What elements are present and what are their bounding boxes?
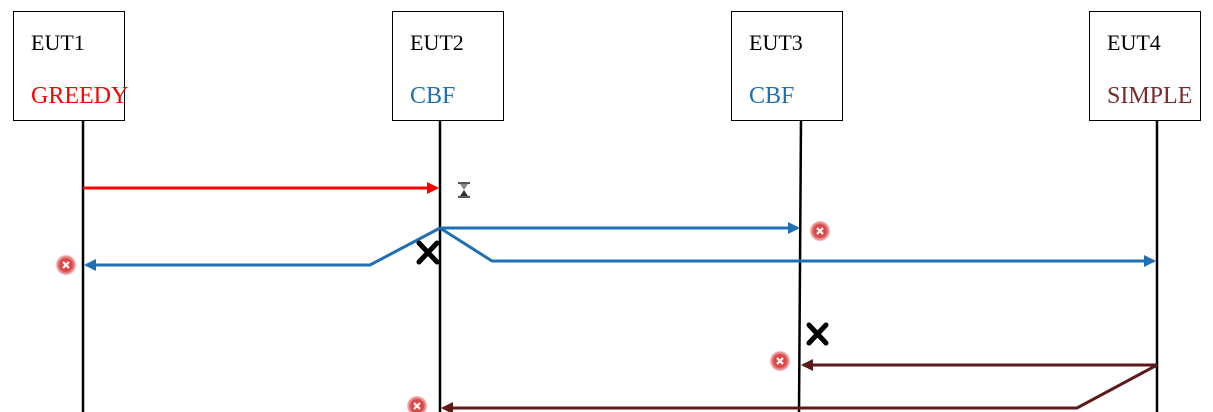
- drop-icon: [56, 255, 76, 275]
- eut3-box: EUT3 CBF: [731, 11, 843, 121]
- cbf-arrow-to-eut1: [84, 226, 441, 271]
- collision-x-icon: [806, 322, 829, 346]
- eut1-name: EUT1: [31, 30, 85, 55]
- eut2-box: EUT2 CBF: [392, 11, 504, 121]
- collision-x-icon: [416, 240, 440, 265]
- hourglass-icon: [458, 182, 470, 198]
- eut2-name: EUT2: [410, 30, 464, 55]
- eut4-box: EUT4 SIMPLE: [1089, 11, 1201, 121]
- simple-arrow-to-eut2: [441, 363, 1158, 412]
- eut4-name: EUT4: [1107, 30, 1161, 55]
- drop-icon: [407, 396, 427, 412]
- lifeline-eut3: [797, 119, 803, 412]
- drop-icon: [810, 221, 830, 241]
- cbf-arrow-to-eut4: [439, 226, 1156, 267]
- eut1-protocol: GREEDY: [31, 83, 129, 109]
- eut3-name: EUT3: [749, 30, 803, 55]
- eut3-protocol: CBF: [749, 83, 795, 109]
- eut1-box: EUT1 GREEDY: [13, 11, 129, 121]
- eut2-protocol: CBF: [410, 83, 456, 109]
- drop-icon: [770, 351, 790, 371]
- eut4-protocol: SIMPLE: [1107, 83, 1193, 109]
